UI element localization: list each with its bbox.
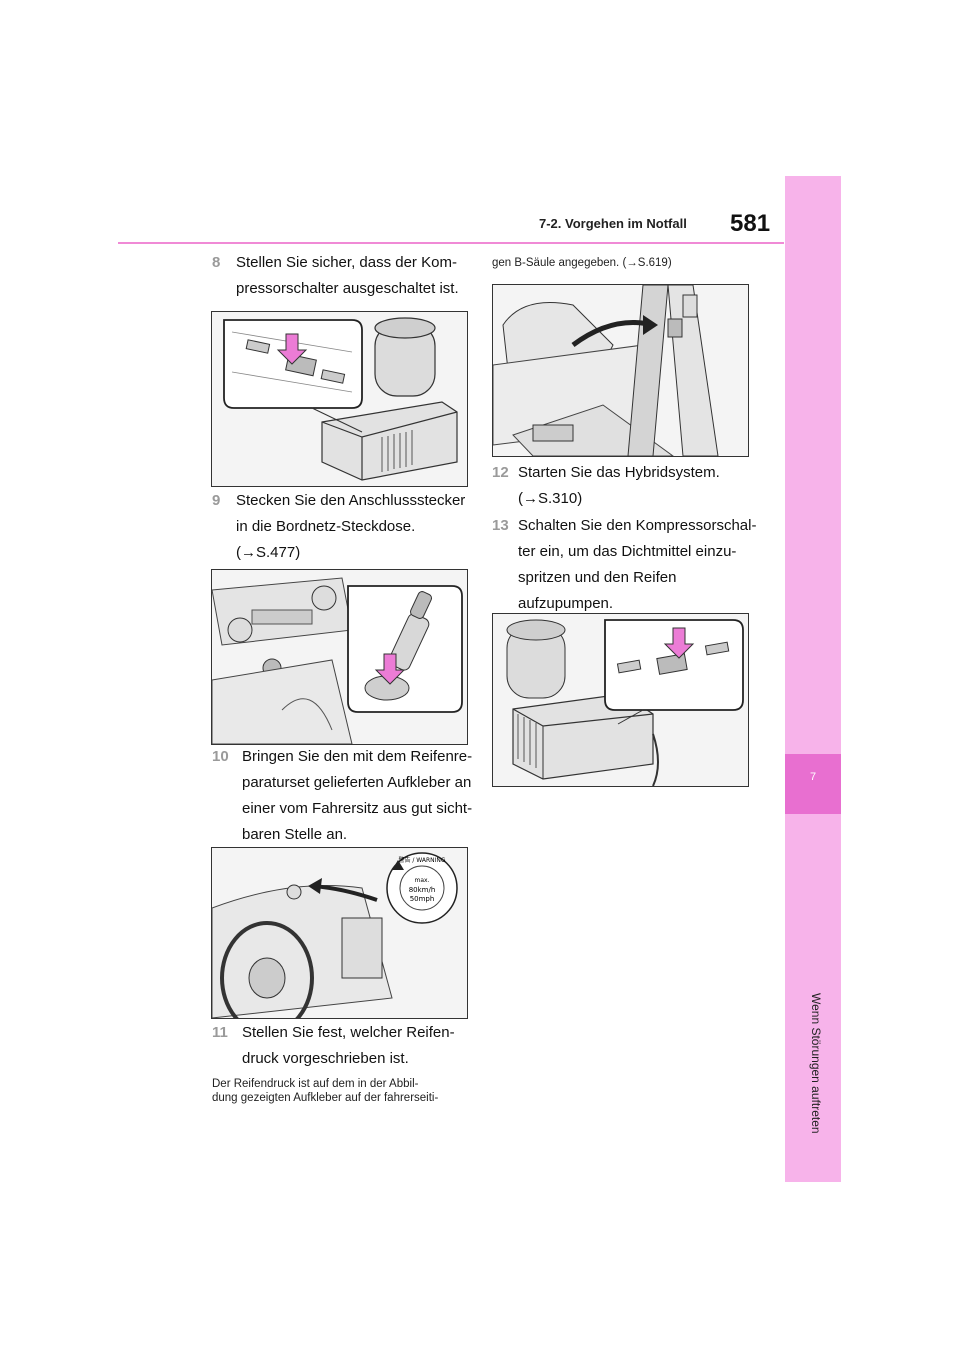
compressor-switch-illustration — [212, 312, 467, 486]
chapter-marker — [785, 754, 841, 814]
sticker-mph: 50mph — [410, 895, 435, 903]
step-text: Schalten Sie den Kompressorschal- ter ei… — [518, 517, 757, 612]
compressor-switch-on-illustration — [493, 614, 748, 786]
figure-power-outlet — [211, 569, 468, 745]
step-text: Stecken Sie den Anschlussstecker in die … — [236, 492, 466, 561]
step-text: Stellen Sie sicher, dass der Kom- presso… — [236, 254, 459, 297]
section-title: 7-2. Vorgehen im Notfall — [539, 216, 687, 231]
step-text: Starten Sie das Hybridsystem. (→S.310) — [518, 464, 720, 507]
step-11: 11 Stellen Sie fest, welcher Reifen- dru… — [212, 1020, 482, 1072]
figure-speed-sticker: 警告 / WARNING max. 80km/h 50mph — [211, 847, 468, 1019]
step-10: 10 Bringen Sie den mit dem Reifenre- par… — [212, 744, 482, 848]
figure-compressor-switch-on — [492, 613, 749, 787]
step-number: 12 — [492, 464, 509, 481]
step-number: 13 — [492, 517, 509, 534]
dashboard-sticker-illustration: 警告 / WARNING max. 80km/h 50mph — [212, 848, 467, 1018]
step-text: Bringen Sie den mit dem Reifenre- paratu… — [242, 748, 473, 843]
step-9: 9 Stecken Sie den Anschlussstecker in di… — [212, 488, 482, 566]
step-13: 13 Schalten Sie den Kompressorschal- ter… — [492, 513, 762, 617]
b-pillar-illustration — [493, 285, 748, 456]
step-8: 8 Stellen Sie sicher, dass der Kom- pres… — [212, 250, 482, 302]
warning-triangle-icon — [392, 860, 404, 870]
step-number: 11 — [212, 1024, 228, 1041]
sticker-kmh: 80km/h — [409, 886, 436, 894]
chapter-number: 7 — [809, 771, 817, 783]
step-12: 12 Starten Sie das Hybridsystem. (→S.310… — [492, 460, 762, 512]
step-number: 10 — [212, 748, 229, 765]
header-divider — [118, 242, 784, 244]
step-number: 8 — [212, 254, 221, 271]
power-outlet-illustration — [212, 570, 467, 744]
chapter-title: Wenn Störungen auftreten — [809, 993, 823, 1134]
figure-b-pillar — [492, 284, 749, 457]
note-pressure-label: Der Reifendruck ist auf dem in der Abbil… — [212, 1078, 439, 1104]
page-number: 581 — [730, 210, 771, 237]
step-number: 9 — [212, 492, 221, 509]
note-b-pillar: gen B-Säule angegeben. (→S.619) — [492, 257, 672, 269]
figure-compressor-switch-off — [211, 311, 468, 487]
sticker-max: max. — [415, 877, 430, 884]
step-text: Stellen Sie fest, welcher Reifen- druck … — [242, 1024, 455, 1067]
sticker-warning: 警告 / WARNING — [398, 856, 445, 864]
chapter-side-tab: 7 Wenn Störungen auftreten — [785, 176, 841, 1182]
